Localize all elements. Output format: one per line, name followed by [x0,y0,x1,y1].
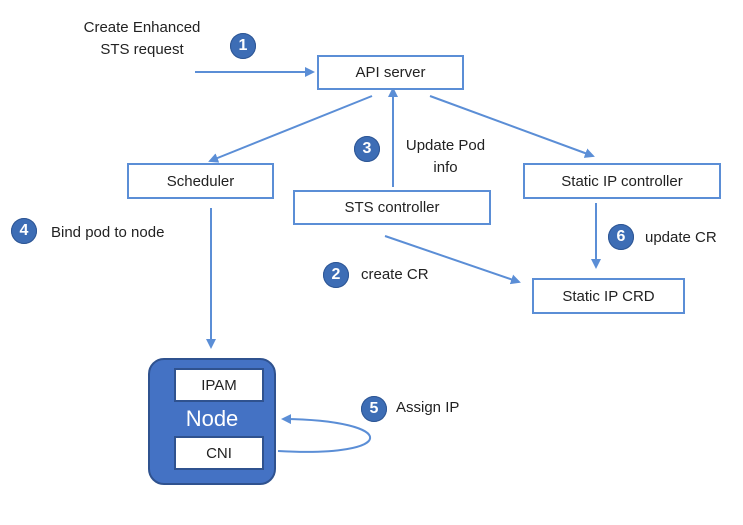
static-ip-controller-label: Static IP controller [561,172,683,190]
scheduler-label: Scheduler [166,172,235,190]
step-badge-1: 1 [230,33,256,59]
create-request-line2: STS request [100,41,184,58]
scheduler-box: Scheduler [127,163,274,199]
bind-pod-label: Bind pod to node [51,224,165,241]
step-badge-5: 5 [361,396,387,422]
update-pod-label: Update Pod info [393,135,498,179]
ipam-label: IPAM [201,376,237,394]
node-box: IPAM Node CNI [148,358,276,485]
step-badge-6: 6 [608,224,634,250]
static-ip-crd-box: Static IP CRD [532,278,685,314]
cni-box: CNI [174,436,264,470]
update-pod-line2: info [433,159,458,176]
step-badge-3: 3 [354,136,380,162]
ipam-box: IPAM [174,368,264,402]
arrow-assign-ip-loop [277,414,371,453]
static-ip-controller-box: Static IP controller [523,163,721,199]
update-pod-line1: Update Pod [405,137,486,154]
cni-label: CNI [206,444,232,462]
create-cr-label: create CR [361,266,429,283]
create-request-line1: Create Enhanced [83,19,201,36]
assign-ip-label: Assign IP [396,399,460,416]
step-badge-2: 2 [323,262,349,288]
sts-controller-label: STS controller [344,199,440,216]
sts-controller-box: STS controller [293,190,491,225]
step-badge-4: 4 [11,218,37,244]
api-server-label: API server [355,64,426,81]
arrow-api-to-scheduler [208,95,373,163]
static-ip-crd-label: Static IP CRD [562,287,655,305]
node-label: Node [185,406,239,431]
arrow-sts-to-static-ip-crd [384,235,521,285]
arrow-api-to-static-ip-controller [429,95,595,158]
create-request-label: Create Enhanced STS request [62,17,222,61]
update-cr-label: update CR [645,229,717,246]
api-server-box: API server [317,55,464,90]
